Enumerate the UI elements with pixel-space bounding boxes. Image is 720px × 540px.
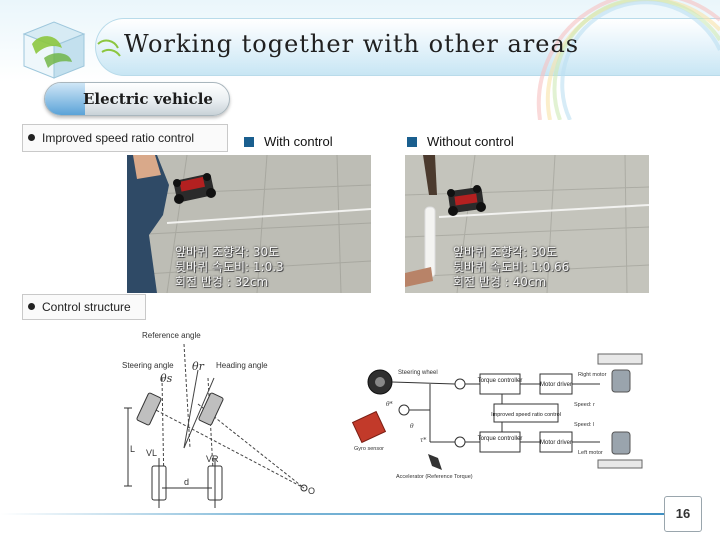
gyro-sensor-icon <box>351 410 387 444</box>
accelerator-pedal-icon <box>428 454 442 470</box>
bullet-box-speed <box>22 124 228 152</box>
motor-driver-top-label: Motor driver <box>540 382 572 388</box>
without-control-label: Without control <box>407 134 514 149</box>
bullet-speed-ratio: Improved speed ratio control <box>28 131 194 145</box>
theta-r-label: θr <box>192 360 205 373</box>
square-bullet-icon <box>407 137 417 147</box>
accelerator-label: Accelerator (Reference Torque) <box>396 474 473 480</box>
without-control-photo: 앞바퀴 조향각: 30도 뒷바퀴 속도비: 1:0.66 회전 반경 : 40c… <box>405 155 649 293</box>
footer-line <box>0 513 664 515</box>
tau-ref-label: τ* <box>420 437 426 444</box>
sum-junction-icon <box>398 404 410 416</box>
without-caption-line-1: 앞바퀴 조향각: 30도 <box>453 245 558 259</box>
bullet-speed-ratio-text: Improved speed ratio control <box>42 131 195 145</box>
torque-controller-bottom-label: Torque controller <box>478 436 523 442</box>
bullet-control-structure-text: Control structure <box>42 300 131 314</box>
without-caption-line-2: 뒷바퀴 속도비: 1:0.66 <box>453 260 570 274</box>
with-control-label: With control <box>244 134 333 149</box>
without-control-text: Without control <box>427 134 514 149</box>
without-control-caption: 앞바퀴 조향각: 30도 뒷바퀴 속도비: 1:0.66 회전 반경 : 40c… <box>453 245 569 290</box>
reference-angle-label: Reference angle <box>142 331 201 340</box>
control-block-diagram: Steering wheel θ* θ Gyro sensor τ* Accel… <box>350 346 650 496</box>
wheelbase-label: L <box>130 444 135 454</box>
gyro-sensor-label: Gyro sensor <box>354 446 384 452</box>
with-control-text: With control <box>264 134 333 149</box>
steering-wheel-label: Steering wheel <box>398 370 438 376</box>
steering-angle-label: Steering angle <box>122 361 174 370</box>
theta-label: θ <box>410 423 414 430</box>
with-control-caption: 앞바퀴 조향각: 30도 뒷바퀴 속도비: 1:0.3 회전 반경 : 32cm <box>175 245 284 290</box>
with-caption-line-3: 회전 반경 : 32cm <box>175 275 269 289</box>
with-control-photo: 앞바퀴 조향각: 30도 뒷바퀴 속도비: 1:0.3 회전 반경 : 32cm <box>127 155 371 293</box>
with-caption-line-2: 뒷바퀴 속도비: 1:0.3 <box>175 260 284 274</box>
vr-label: VR <box>206 454 219 464</box>
heading-angle-label: Heading angle <box>216 361 268 370</box>
right-motor-label: Right motor <box>578 372 607 378</box>
section-label: Electric vehicle <box>44 82 230 116</box>
section-title: Electric vehicle <box>83 90 213 108</box>
theta-s-label: θs <box>160 372 173 385</box>
motor-driver-bottom-label: Motor driver <box>540 440 572 446</box>
right-motor-icon <box>611 369 631 393</box>
title-band <box>95 18 720 76</box>
speed-l-label: Speed: l <box>574 422 594 428</box>
vehicle-geometry-diagram: Reference angle Steering angle Heading a… <box>108 328 332 526</box>
bullet-control-structure: Control structure <box>28 300 131 314</box>
center-o-label: O <box>308 486 315 496</box>
without-control-scene <box>405 155 649 293</box>
bullet-box-structure <box>22 294 146 320</box>
track-width-label: d <box>184 477 189 487</box>
page-title: Working together with other areas <box>124 30 580 58</box>
vl-label: VL <box>146 448 157 458</box>
cube-logo-icon <box>22 21 121 79</box>
rainbow-decoration <box>536 0 720 120</box>
bullet-dot-icon <box>28 134 35 141</box>
torque-controller-top-label: Torque controller <box>478 378 523 384</box>
page-number: 16 <box>664 496 702 532</box>
with-caption-line-1: 앞바퀴 조향각: 30도 <box>175 245 280 259</box>
speed-r-label: Speed: r <box>574 402 595 408</box>
theta-ref-label: θ* <box>386 401 393 408</box>
left-motor-label: Left motor <box>578 450 603 456</box>
with-control-scene <box>127 155 371 293</box>
improved-speed-label: Improved speed ratio control <box>491 412 561 418</box>
bullet-dot-icon <box>28 303 35 310</box>
left-motor-icon <box>611 431 631 455</box>
section-cap <box>45 83 85 115</box>
without-caption-line-3: 회전 반경 : 40cm <box>453 275 547 289</box>
square-bullet-icon <box>244 137 254 147</box>
